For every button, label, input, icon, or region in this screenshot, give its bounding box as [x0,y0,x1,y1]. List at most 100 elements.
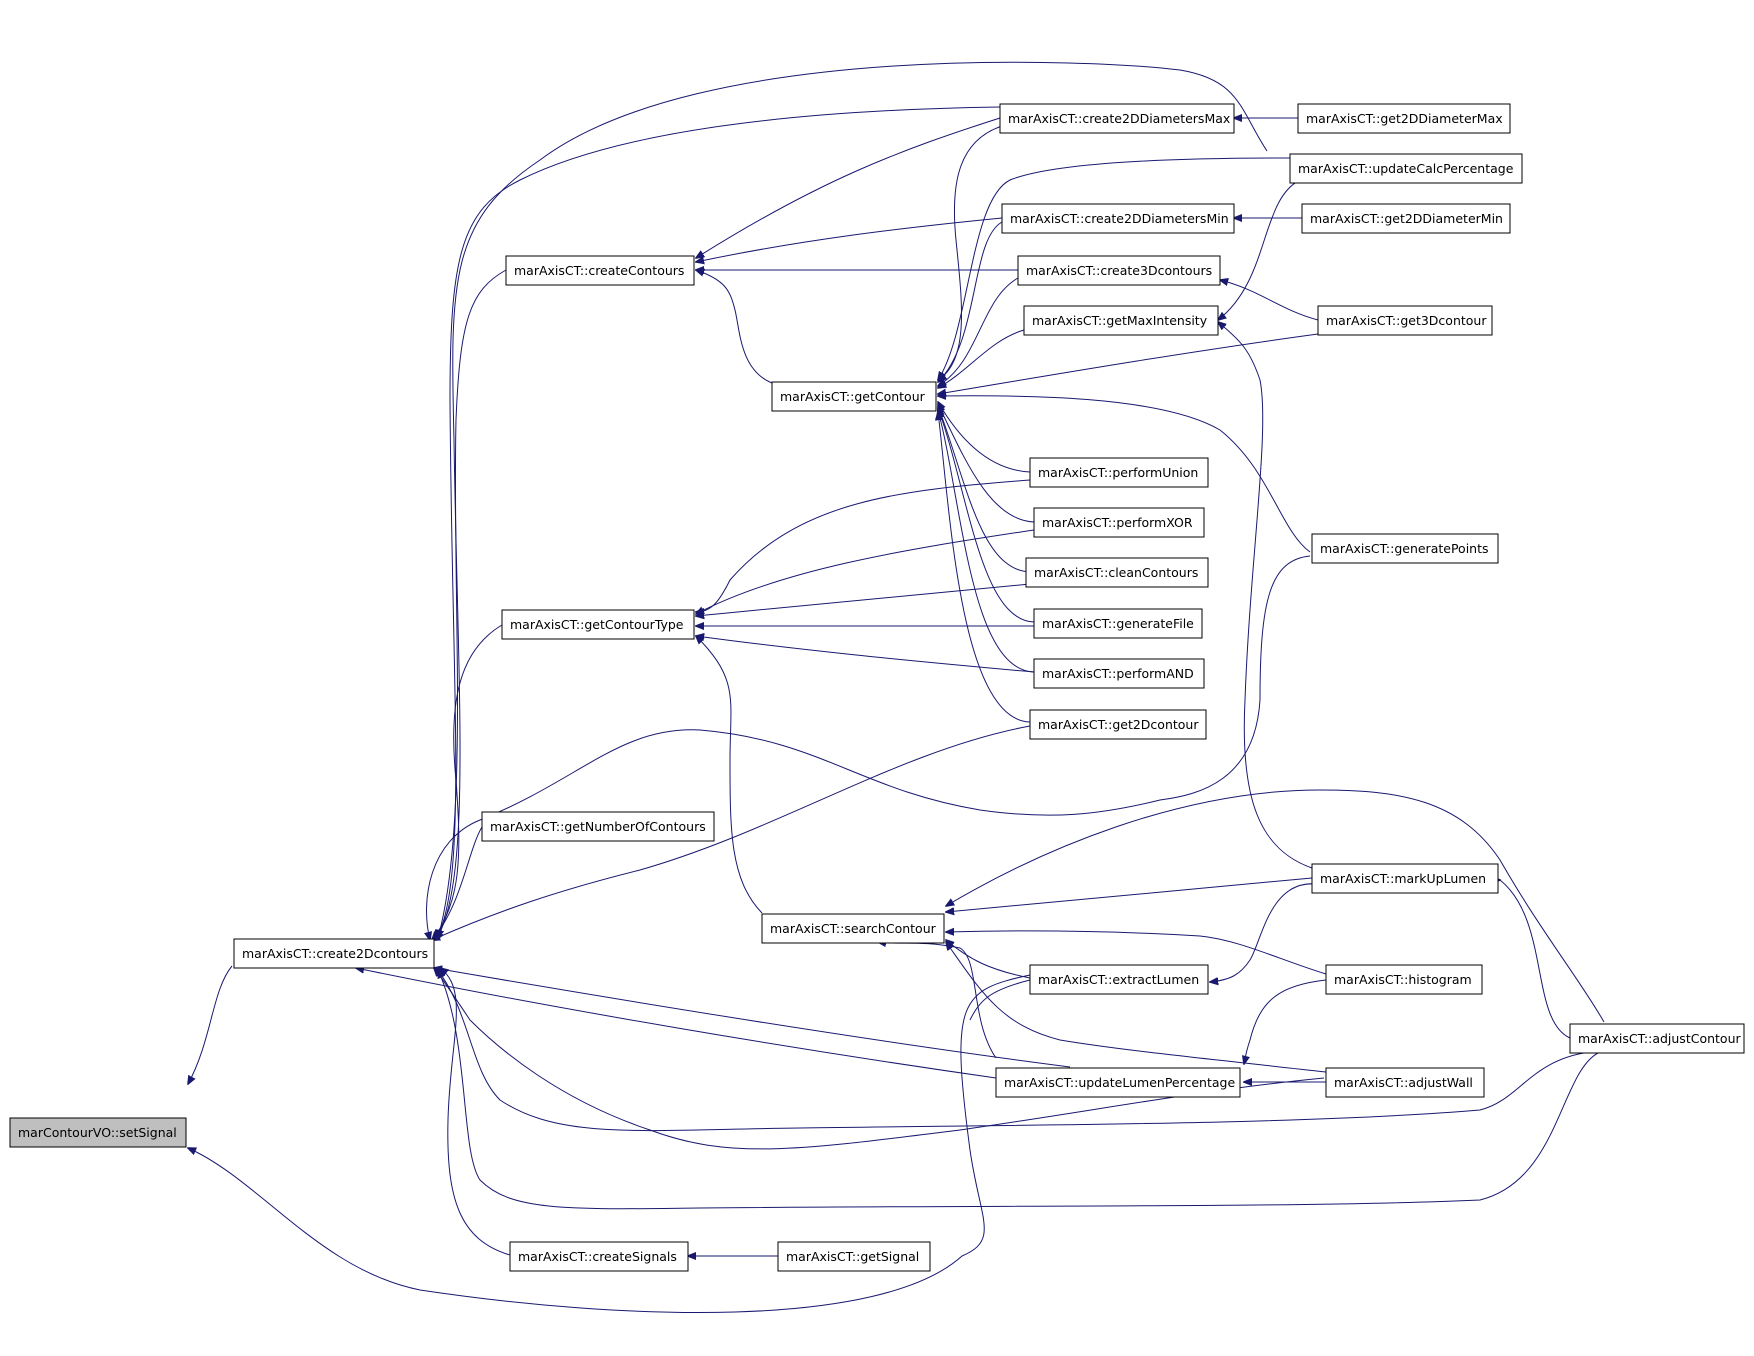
node-create3Dcontours[interactable]: marAxisCT::create3Dcontours [1017,255,1221,286]
edge-cleanContours-to-getContour [938,406,1031,573]
node-get2DDiameterMin[interactable]: marAxisCT::get2DDiameterMin [1301,203,1511,234]
node-label: marAxisCT::extractLumen [1038,972,1199,987]
edge-performUnion-to-getContourType [696,479,1031,612]
node-getSignal[interactable]: marAxisCT::getSignal [777,1241,931,1272]
node-getMaxIntensity[interactable]: marAxisCT::getMaxIntensity [1023,305,1219,336]
node-get3Dcontour[interactable]: marAxisCT::get3Dcontour [1317,305,1493,336]
node-create2Dcontours[interactable]: marAxisCT::create2Dcontours [233,938,435,969]
node-performAND[interactable]: marAxisCT::performAND [1033,658,1205,689]
node-updateLumenPercentage[interactable]: marAxisCT::updateLumenPercentage [995,1067,1241,1098]
edge-extractLumen-to-searchContour [946,940,1031,979]
node-getContourType[interactable]: marAxisCT::getContourType [501,609,695,640]
node-generateFile[interactable]: marAxisCT::generateFile [1033,608,1203,639]
node-markUpLumen[interactable]: marAxisCT::markUpLumen [1311,863,1499,894]
node-get2DDiameterMax[interactable]: marAxisCT::get2DDiameterMax [1297,103,1511,134]
edge-updateCalcPercentage-to-getContour [938,157,1293,380]
node-label: marAxisCT::searchContour [770,921,937,936]
node-extractLumen[interactable]: marAxisCT::extractLumen [1029,964,1209,995]
edge-create3Dcontours-to-getContour [938,277,1019,386]
edge-cleanContours-to-getContourType [696,583,1031,616]
edge-generatePoints-to-getContour [938,396,1311,553]
node-label: marAxisCT::get2Dcontour [1038,717,1199,732]
node-getNumberOfContours[interactable]: marAxisCT::getNumberOfContours [481,811,715,842]
edge-createSignals-to-setSignal [188,974,1031,1313]
edge-updateCalcPercentage-to-create2Dcontours [436,61,1268,940]
node-label: marAxisCT::updateCalcPercentage [1298,161,1514,176]
edge-create2Dcontours-to-setSignal [188,965,233,1084]
node-adjustContour[interactable]: marAxisCT::adjustContour [1569,1023,1745,1054]
edge-adjustWall-to-create2Dcontours [434,968,1325,1150]
node-performXOR[interactable]: marAxisCT::performXOR [1033,507,1205,538]
edge-getContour-to-createContours [696,270,773,384]
edge-performAND-to-getContour [938,410,1035,673]
node-label: marAxisCT::performAND [1042,666,1194,681]
node-label: marAxisCT::histogram [1334,972,1472,987]
edge-create2DDiametersMax-to-getContour [938,125,1003,380]
edge-histogram-to-searchContour [946,931,1327,975]
node-label: marAxisCT::get3Dcontour [1326,313,1487,328]
node-create2DDiametersMax[interactable]: marAxisCT::create2DDiametersMax [999,103,1235,134]
node-label: marAxisCT::create3Dcontours [1026,263,1212,278]
node-label: marAxisCT::cleanContours [1034,565,1198,580]
node-create2DDiametersMin[interactable]: marAxisCT::create2DDiametersMin [1001,203,1235,234]
edge-markUpLumen-to-getMaxIntensity [1218,322,1313,869]
node-label: marAxisCT::create2DDiametersMax [1008,111,1230,126]
edge-updateCalcPercentage-to-getMaxIntensity [1218,179,1301,320]
edge-searchContour-to-getContourType [696,636,763,914]
node-label: marAxisCT::getMaxIntensity [1032,313,1208,328]
node-label: marAxisCT::create2Dcontours [242,946,428,961]
node-label: marAxisCT::generatePoints [1320,541,1489,556]
node-label: marAxisCT::performUnion [1038,465,1198,480]
node-label: marAxisCT::createSignals [518,1249,677,1264]
node-generatePoints[interactable]: marAxisCT::generatePoints [1311,533,1499,564]
node-createSignals[interactable]: marAxisCT::createSignals [509,1241,689,1272]
edge-performXOR-to-getContourType [696,529,1035,614]
edge-updateLumenPercentage-to-searchContour [878,942,997,1059]
node-adjustWall[interactable]: marAxisCT::adjustWall [1325,1067,1485,1098]
edge-get3Dcontour-to-getContour [938,333,1319,394]
node-label: marAxisCT::markUpLumen [1320,871,1486,886]
node-label: marAxisCT::createContours [514,263,684,278]
node-label: marAxisCT::create2DDiametersMin [1010,211,1229,226]
edge-markUpLumen-to-extractLumen [1210,883,1317,982]
edge-create2DDiametersMax-to-createContours [696,117,1001,258]
edge-createSignals-to-create2Dcontours [440,968,511,1256]
edge-get2Dcontour-to-create2Dcontours [432,725,1031,940]
node-label: marAxisCT::getContourType [510,617,684,632]
node-performUnion[interactable]: marAxisCT::performUnion [1029,457,1209,488]
node-setSignal[interactable]: marContourVO::setSignal [9,1117,187,1148]
node-label: marAxisCT::adjustContour [1578,1031,1741,1046]
node-searchContour[interactable]: marAxisCT::searchContour [761,913,945,944]
edge-get2Dcontour-to-getContour [938,412,1031,723]
node-label: marAxisCT::generateFile [1042,616,1194,631]
node-label: marAxisCT::getSignal [786,1249,919,1264]
nodes: marContourVO::setSignal marAxisCT::creat… [9,103,1745,1272]
node-label: marAxisCT::updateLumenPercentage [1004,1075,1235,1090]
node-label: marAxisCT::get2DDiameterMax [1306,111,1503,126]
node-label: marAxisCT::getNumberOfContours [490,819,706,834]
node-histogram[interactable]: marAxisCT::histogram [1325,964,1483,995]
edge-performAND-to-getContourType [696,636,1035,673]
edge-performUnion-to-getContour [938,402,1031,473]
edge-getContourType-to-create2Dcontours [434,624,503,938]
node-get2Dcontour[interactable]: marAxisCT::get2Dcontour [1029,709,1207,740]
node-label: marAxisCT::get2DDiameterMin [1310,211,1503,226]
node-createContours[interactable]: marAxisCT::createContours [505,255,695,286]
node-label: marAxisCT::adjustWall [1334,1075,1473,1090]
node-getContour[interactable]: marAxisCT::getContour [771,381,937,412]
node-label: marContourVO::setSignal [18,1125,177,1140]
node-cleanContours[interactable]: marAxisCT::cleanContours [1025,557,1209,588]
edge-extractLumen-to-setSignal [969,979,1031,1021]
edge-create2DDiametersMin-to-createContours [696,217,1003,262]
edge-performXOR-to-getContour [938,404,1035,523]
edge-adjustContour-to-markUpLumen [1500,880,1571,1039]
edge-histogram-to-updateLumenPercentage [1244,979,1327,1064]
edge-markUpLumen-to-searchContour [946,877,1313,912]
edge-adjustContour-to-create2Dcontours [436,968,1601,1210]
node-label: marAxisCT::performXOR [1042,515,1193,530]
edge-adjustWall-to-searchContour [946,942,1327,1073]
node-label: marAxisCT::getContour [780,389,926,404]
node-updateCalcPercentage[interactable]: marAxisCT::updateCalcPercentage [1289,153,1523,184]
edge-get3Dcontour-to-create3Dcontours [1220,280,1319,321]
